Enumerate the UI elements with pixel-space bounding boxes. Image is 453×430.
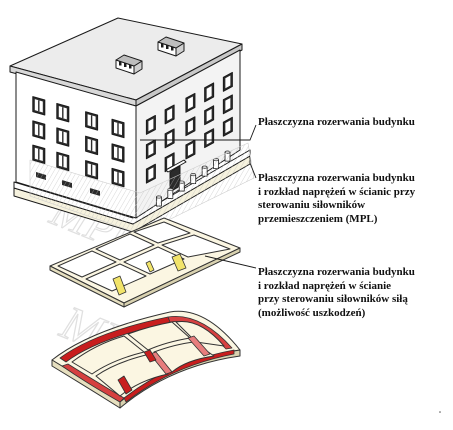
label-force-control: Płaszczyzna rozerwania budynku i rozkład…: [258, 266, 415, 319]
leader-line-displacement: [249, 162, 257, 179]
floor-plan-displacement: [29, 142, 255, 308]
label-rupture-plane: Płaszczyzna rozerwania budynku: [258, 116, 415, 128]
side-window-pane: [187, 119, 193, 133]
leader-line-rupture-plane: [140, 124, 257, 141]
side-window-pane: [167, 108, 173, 121]
side-window-pane: [148, 167, 154, 181]
side-window-pane: [187, 96, 193, 110]
side-window-pane: [148, 142, 154, 156]
chimney-left: [115, 54, 143, 75]
stress-yellow-mid: [112, 253, 187, 296]
building-illustration: [9, 17, 251, 233]
leader-line-force-control: [204, 255, 257, 269]
side-window-pane: [167, 155, 173, 169]
label-displacement-control: Płaszczyzna rozerwania budynku i rozkład…: [258, 172, 416, 225]
corner-dot: [439, 411, 441, 413]
floor-plan-force-control: [51, 310, 241, 409]
windows: [32, 71, 233, 188]
side-window-pane: [148, 118, 154, 132]
entrance-canopy: [165, 159, 187, 173]
plan-side-edge: [123, 247, 241, 308]
roof-edge-side: [135, 43, 243, 107]
side-window-pane: [225, 75, 231, 89]
plan-curved-rooms: [71, 321, 225, 397]
side-window-pane: [225, 120, 231, 134]
chimney-right: [157, 36, 185, 57]
side-window-pane: [225, 97, 231, 111]
side-window-pane: [167, 132, 173, 145]
rupture-plane-hatched: [29, 142, 255, 235]
side-window-pane: [187, 143, 193, 156]
side-window-pane: [206, 108, 212, 122]
side-window-pane: [206, 131, 212, 145]
stress-pink-mid: [117, 335, 211, 395]
side-window-pane: [206, 86, 212, 99]
